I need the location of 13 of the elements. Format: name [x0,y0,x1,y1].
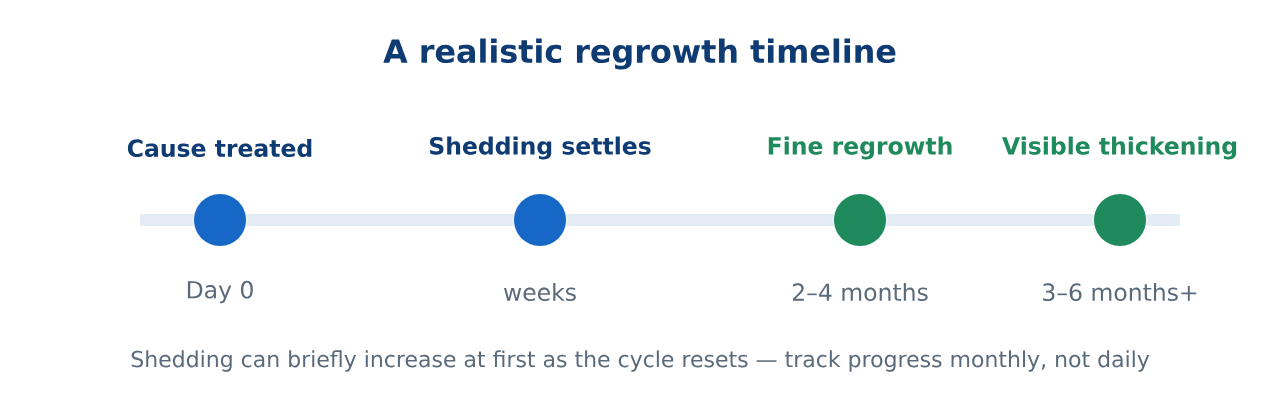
duration-label: weeks [504,282,576,302]
timeline-track [566,214,834,226]
milestone-heading: Cause treated [127,138,312,158]
milestone-heading: Shedding settles [430,136,651,160]
caption: Shedding can briefly increase at first as the cycle resets — track progress monthly, not daily [131,350,1150,372]
timeline-track [246,214,514,226]
duration-label: 2–4 months [792,282,928,302]
timeline-track [886,214,1094,226]
title: A realistic regrowth timeline [383,38,896,70]
milestone-heading: Fine regrowth [768,136,952,160]
duration-label: Day 0 [187,280,253,304]
duration-label: 3–6 months+ [1043,282,1197,302]
milestone-heading: Visible thickening [1002,136,1237,160]
